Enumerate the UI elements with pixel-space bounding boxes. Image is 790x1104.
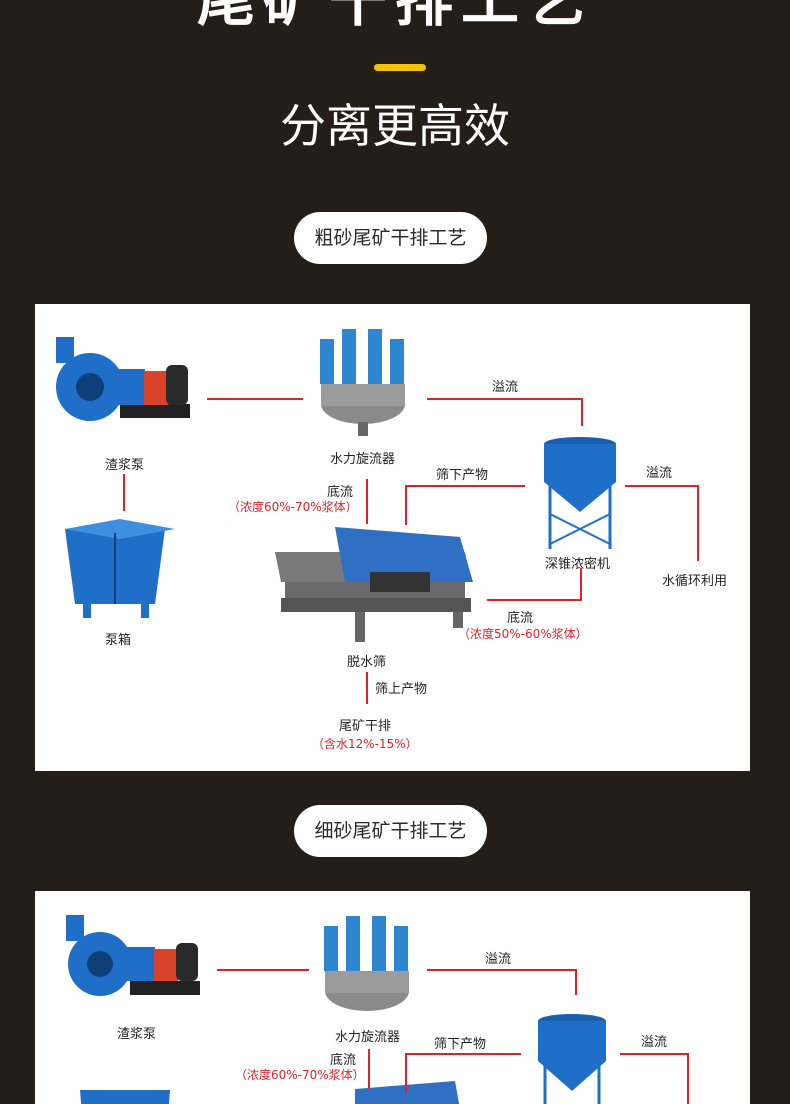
hero-title: 尾矿干排工艺 xyxy=(196,0,593,34)
flow-line xyxy=(368,1049,370,1089)
flow-line xyxy=(487,599,581,601)
flow-line xyxy=(366,672,368,704)
water-recycle-label: 水循环利用 xyxy=(662,574,728,589)
flow-line xyxy=(123,474,125,511)
flow-line xyxy=(207,398,303,400)
flow-line xyxy=(687,1053,689,1104)
flow-line xyxy=(405,1053,407,1093)
hydrocyclone-label: 水力旋流器 xyxy=(330,452,396,467)
section2-pill: 细砂尾矿干排工艺 xyxy=(294,805,487,857)
dewatering-screen-icon xyxy=(355,1081,460,1104)
moisture-label: （含水12%-15%） xyxy=(312,737,418,751)
pump-box-icon xyxy=(80,1090,170,1104)
dewatering-screen-icon xyxy=(275,527,473,642)
flow-line xyxy=(575,969,577,995)
flow-line xyxy=(405,485,407,525)
process-diagram-coarse: 渣浆泵 泵箱 水力旋流器 深锥浓密机 脱水筛 xyxy=(35,304,750,771)
flow-line xyxy=(625,485,698,487)
underflow-right-concentration: （浓度50%-60%浆体） xyxy=(458,627,588,641)
pump-box-label: 泵箱 xyxy=(105,633,132,648)
pump-label: 渣浆泵 xyxy=(117,1027,157,1042)
underflow-left-label: 底流 xyxy=(330,1053,357,1068)
flow-line xyxy=(427,969,576,971)
underflow-right-label: 底流 xyxy=(507,611,534,626)
undersize-label: 筛下产物 xyxy=(434,1037,487,1052)
hydrocyclone-icon xyxy=(320,329,405,436)
flow-line xyxy=(405,1053,521,1055)
thickener-label: 深锥浓密机 xyxy=(545,557,611,572)
hydrocyclone-icon xyxy=(324,916,409,1011)
slurry-pump-icon xyxy=(66,915,200,996)
undersize-label: 筛下产物 xyxy=(436,468,489,483)
deep-cone-thickener-icon xyxy=(538,1014,606,1104)
overflow-top-label: 溢流 xyxy=(485,952,512,967)
accent-bar xyxy=(374,64,426,71)
flow-line xyxy=(581,398,583,426)
section1-pill: 粗砂尾矿干排工艺 xyxy=(294,212,487,264)
flow-line xyxy=(366,479,368,524)
flow-line xyxy=(217,969,309,971)
overflow-right-label: 溢流 xyxy=(641,1035,668,1050)
dewatering-screen-label: 脱水筛 xyxy=(347,655,387,670)
flow-line xyxy=(697,485,699,561)
overflow-top-label: 溢流 xyxy=(492,380,519,395)
flow-line xyxy=(580,568,582,601)
hero-subtitle: 分离更高效 xyxy=(280,99,510,153)
hydrocyclone-label: 水力旋流器 xyxy=(335,1030,401,1045)
tailings-dry-label: 尾矿干排 xyxy=(339,719,392,734)
overflow-right-label: 溢流 xyxy=(646,466,673,481)
underflow-left-label: 底流 xyxy=(327,485,354,500)
flow-line xyxy=(620,1053,688,1055)
process-diagram-fine: 渣浆泵 水力旋流器 溢流 筛下产物 溢流 底流 （浓度60%-70%浆体） xyxy=(35,891,750,1104)
flow-line xyxy=(427,398,582,400)
pump-label: 渣浆泵 xyxy=(105,458,145,473)
slurry-pump-icon xyxy=(56,337,190,421)
underflow-left-concentration: （浓度60%-70%浆体） xyxy=(228,500,358,514)
underflow-left-concentration: （浓度60%-70%浆体） xyxy=(235,1068,365,1082)
flow-line xyxy=(405,485,525,487)
deep-cone-thickener-icon xyxy=(544,437,616,549)
oversize-label: 筛上产物 xyxy=(375,682,428,697)
pump-box-icon xyxy=(65,519,175,618)
